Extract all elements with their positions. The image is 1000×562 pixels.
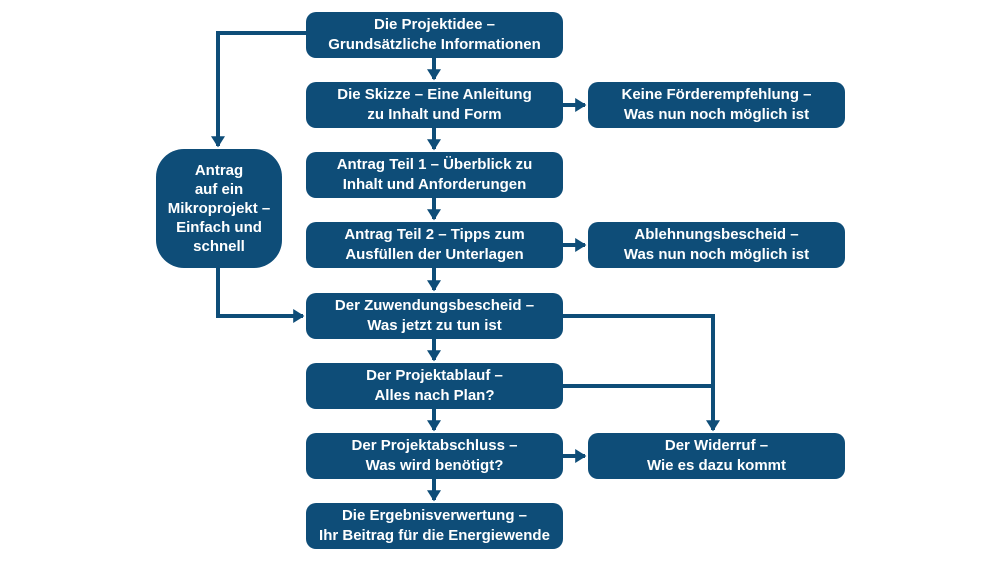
node-projektidee: Die Projektidee – Grundsätzliche Informa…	[306, 12, 563, 58]
node-antrag-teil-1: Antrag Teil 1 – Überblick zu Inhalt und …	[306, 152, 563, 198]
node-projektabschluss: Der Projektabschluss – Was wird benötigt…	[306, 433, 563, 479]
connector-mikroprojekt-zuwendungsbescheid	[216, 268, 305, 323]
node-ergebnisverwertung: Die Ergebnisverwertung – Ihr Beitrag für…	[306, 503, 563, 549]
node-ablehnungsbescheid: Ablehnungsbescheid – Was nun noch möglic…	[588, 222, 845, 268]
node-antrag-teil-2: Antrag Teil 2 – Tipps zum Ausfüllen der …	[306, 222, 563, 268]
connector-projektidee-mikroprojekt	[211, 31, 306, 148]
node-skizze: Die Skizze – Eine Anleitung zu Inhalt un…	[306, 82, 563, 128]
node-keine-foerderempfehlung: Keine Förderempfehlung – Was nun noch mö…	[588, 82, 845, 128]
node-mikroprojekt: Antrag auf ein Mikroprojekt – Einfach un…	[156, 149, 282, 268]
node-widerruf: Der Widerruf – Wie es dazu kommt	[588, 433, 845, 479]
node-zuwendungsbescheid: Der Zuwendungsbescheid – Was jetzt zu tu…	[306, 293, 563, 339]
node-projektablauf: Der Projektablauf – Alles nach Plan?	[306, 363, 563, 409]
connector-zuwendungsbescheid-widerruf	[563, 314, 720, 432]
